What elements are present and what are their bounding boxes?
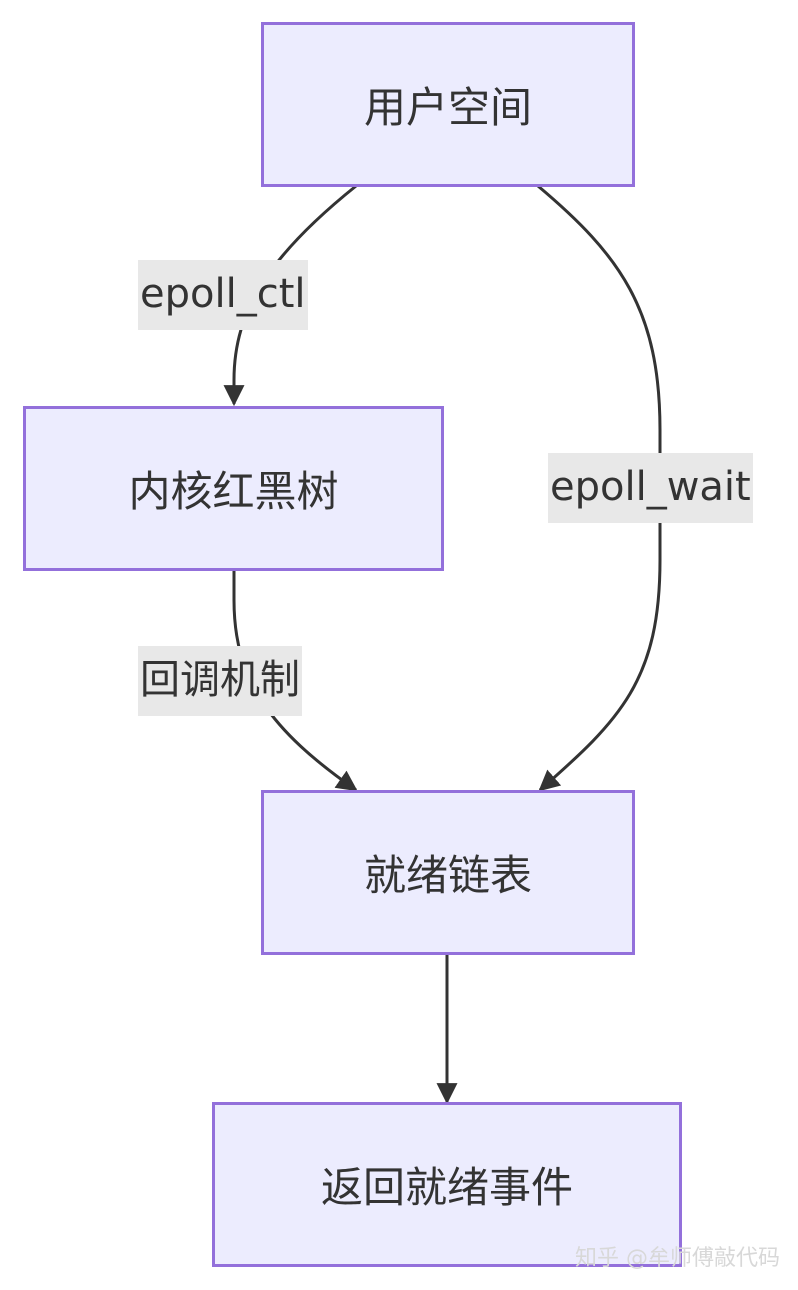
node-user-space-label: 用户空间 — [363, 83, 532, 132]
edge-label-epoll-ctl: epoll_ctl — [138, 260, 308, 330]
edge-label-epoll-wait: epoll_wait — [548, 453, 753, 523]
node-kernel-rbtree-label: 内核红黑树 — [128, 467, 339, 516]
edge-label-callback: 回调机制 — [138, 646, 302, 716]
node-ready-list-label: 就绪链表 — [363, 851, 532, 900]
watermark: 知乎 @牟师傅敲代码 — [575, 1246, 780, 1271]
node-return-events: 返回就绪事件 — [212, 1102, 682, 1267]
node-kernel-rbtree: 内核红黑树 — [23, 406, 444, 571]
node-return-events-label: 返回就绪事件 — [320, 1163, 573, 1212]
edge-epoll-wait — [537, 184, 662, 792]
node-user-space: 用户空间 — [261, 22, 635, 187]
node-ready-list: 就绪链表 — [261, 790, 635, 955]
